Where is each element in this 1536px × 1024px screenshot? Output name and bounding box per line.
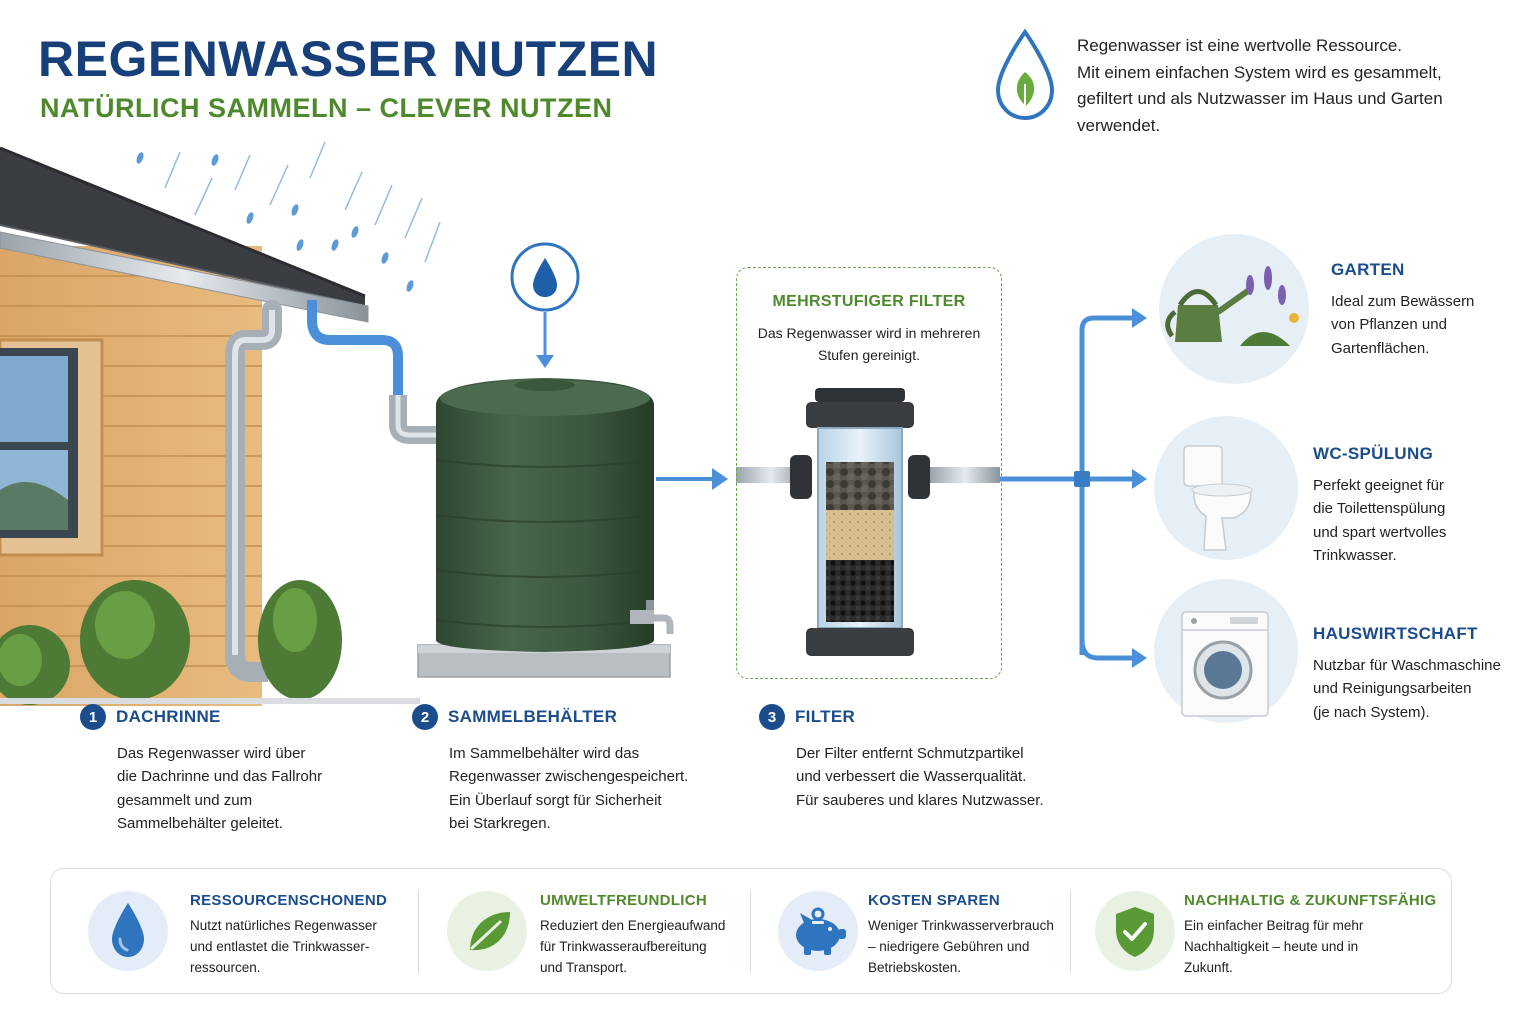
distribution-pipes	[1000, 315, 1135, 661]
step-dachrinne: 1 DACHRINNE Das Regenwasser wird über di…	[80, 704, 407, 835]
intro-line: Regenwasser ist eine wertvolle Ressource…	[1077, 36, 1403, 55]
benefit-line: Zukunft.	[1184, 960, 1233, 975]
water-drop-leaf-icon	[995, 28, 1055, 121]
step-title: FILTER	[795, 707, 856, 726]
washing-machine-icon	[1181, 611, 1269, 717]
benefit-divider	[750, 890, 751, 972]
filter-callout-text: Das Regenwasser wird in mehreren Stufen …	[736, 322, 1002, 366]
water-drop-icon	[112, 903, 144, 957]
toilet-icon	[1183, 445, 1253, 551]
step-line: gesammelt und zum	[117, 791, 253, 809]
use-garten: GARTEN Ideal zum Bewässern von Pflanzen …	[1331, 260, 1474, 360]
intro-line: Mit einem einfachen System wird es gesam…	[1077, 62, 1442, 82]
use-description: Nutzbar für Waschmaschine und Reinigungs…	[1313, 654, 1501, 724]
benefit-line: und entlastet die Trinkwasser-	[190, 939, 370, 954]
intro-line: verwendet.	[1077, 115, 1161, 135]
step-line: die Dachrinne und das Fallrohr	[117, 768, 323, 786]
step-sammelbehaelter: 2 SAMMELBEHÄLTER Im Sammelbehälter wird …	[412, 704, 739, 835]
use-description: Ideal zum Bewässern von Pflanzen und Gar…	[1331, 290, 1474, 360]
step-description: Im Sammelbehälter wird das Regenwasser z…	[449, 742, 739, 835]
intro-line: gefiltert und als Nutzwasser im Haus und…	[1077, 89, 1443, 108]
benefit-line: ressourcen.	[190, 960, 261, 975]
benefit-description: Weniger Trinkwasserverbrauch – niedriger…	[868, 915, 1054, 978]
page-title: REGENWASSER NUTZEN	[38, 31, 659, 87]
benefit-title: KOSTEN SPAREN	[868, 892, 1000, 909]
use-line: die Toilettenspülung	[1313, 500, 1446, 518]
use-wc-spuelung: WC-SPÜLUNG Perfekt geeignet für die Toil…	[1313, 444, 1446, 567]
use-description: Perfekt geeignet für die Toilettenspülun…	[1313, 474, 1446, 567]
watering-can-icon	[1165, 266, 1299, 346]
use-title: HAUSWIRTSCHAFT	[1313, 624, 1478, 643]
benefit-description: Ein einfacher Beitrag für mehr Nachhalti…	[1184, 915, 1363, 978]
use-line: Ideal zum Bewässern	[1331, 293, 1475, 310]
step-line: Regenwasser zwischengespeichert.	[449, 768, 689, 786]
benefit-divider	[418, 890, 419, 972]
use-hauswirtschaft: HAUSWIRTSCHAFT Nutzbar für Waschmaschine…	[1313, 624, 1501, 724]
intro-text: Regenwasser ist eine wertvolle Ressource…	[1077, 33, 1517, 139]
benefit-line: Reduziert den Energieaufwand	[540, 918, 726, 933]
leaf-icon	[470, 912, 510, 951]
benefit-title: NACHHALTIG & ZUKUNFTSFÄHIG	[1184, 892, 1437, 909]
use-title: GARTEN	[1331, 260, 1405, 279]
rainwater-system-illustration	[0, 141, 1309, 723]
step-number: 3	[759, 704, 785, 730]
use-line: und Reinigungsarbeiten	[1313, 680, 1472, 698]
benefits-bar	[50, 868, 1452, 994]
water-drop-icon	[510, 242, 580, 368]
step-line: Ein Überlauf sorgt für Sicherheit	[449, 791, 662, 809]
benefit-title: RESSOURCENSCHONEND	[190, 892, 388, 909]
filter-callout-line: Stufen gereinigt.	[818, 347, 920, 363]
benefit-line: Ein einfacher Beitrag für mehr	[1184, 918, 1364, 933]
use-line: Gartenflächen.	[1331, 339, 1430, 357]
multi-stage-filter	[736, 388, 1000, 656]
rainwater-tank	[417, 378, 674, 678]
benefit-description: Nutzt natürliches Regenwasser und entlas…	[190, 915, 377, 978]
rain-drops	[136, 141, 441, 292]
benefit-line: Weniger Trinkwasserverbrauch	[868, 918, 1054, 933]
house	[0, 146, 420, 706]
use-line: und spart wertvolles	[1313, 523, 1447, 541]
benefit-line: Betriebskosten.	[868, 960, 962, 975]
benefit-line: – niedrigere Gebühren und	[868, 939, 1030, 954]
use-line: Perfekt geeignet für	[1313, 477, 1444, 494]
step-description: Der Filter entfernt Schmutzpartikel und …	[796, 742, 1086, 812]
filter-callout-box	[736, 267, 1002, 679]
step-filter: 3 FILTER Der Filter entfernt Schmutzpart…	[759, 704, 1086, 812]
filter-callout-title: MEHRSTUFIGER FILTER	[772, 293, 966, 310]
benefit-line: Nutzt natürliches Regenwasser	[190, 918, 377, 933]
use-line: Nutzbar für Waschmaschine	[1313, 657, 1501, 674]
step-line: Der Filter entfernt Schmutzpartikel	[796, 745, 1024, 762]
use-line: von Pflanzen und	[1331, 316, 1447, 334]
benefit-line: Nachhaltigkeit – heute und in	[1184, 939, 1359, 954]
step-number: 2	[412, 704, 438, 730]
use-title: WC-SPÜLUNG	[1313, 444, 1434, 463]
step-title: DACHRINNE	[116, 707, 221, 726]
benefit-description: Reduziert den Energieaufwand für Trinkwa…	[540, 915, 725, 978]
step-line: Sammelbehälter geleitet.	[117, 814, 283, 832]
step-line: Im Sammelbehälter wird das	[449, 745, 640, 762]
step-line: Das Regenwasser wird über	[117, 745, 306, 762]
garden-circle	[1159, 234, 1309, 384]
step-line: und verbessert die Wasserqualität.	[796, 768, 1027, 786]
benefit-title: UMWELTFREUNDLICH	[540, 892, 707, 909]
benefit-line: für Trinkwasseraufbereitung	[540, 939, 707, 954]
benefit-divider	[1070, 890, 1071, 972]
use-line: (je nach System).	[1313, 703, 1430, 721]
step-title: SAMMELBEHÄLTER	[448, 707, 618, 726]
filter-callout-line: Das Regenwasser wird in mehreren	[757, 325, 981, 341]
use-line: Trinkwasser.	[1313, 546, 1397, 564]
shield-check-icon	[1116, 907, 1154, 957]
step-line: Für sauberes und klares Nutzwasser.	[796, 791, 1044, 809]
step-line: bei Starkregen.	[449, 814, 551, 832]
step-description: Das Regenwasser wird über die Dachrinne …	[117, 742, 407, 835]
page-subtitle: NATÜRLICH SAMMELN – CLEVER NUTZEN	[40, 93, 613, 123]
step-number: 1	[80, 704, 106, 730]
piggy-bank-icon	[796, 907, 846, 955]
benefit-line: und Transport.	[540, 960, 628, 975]
